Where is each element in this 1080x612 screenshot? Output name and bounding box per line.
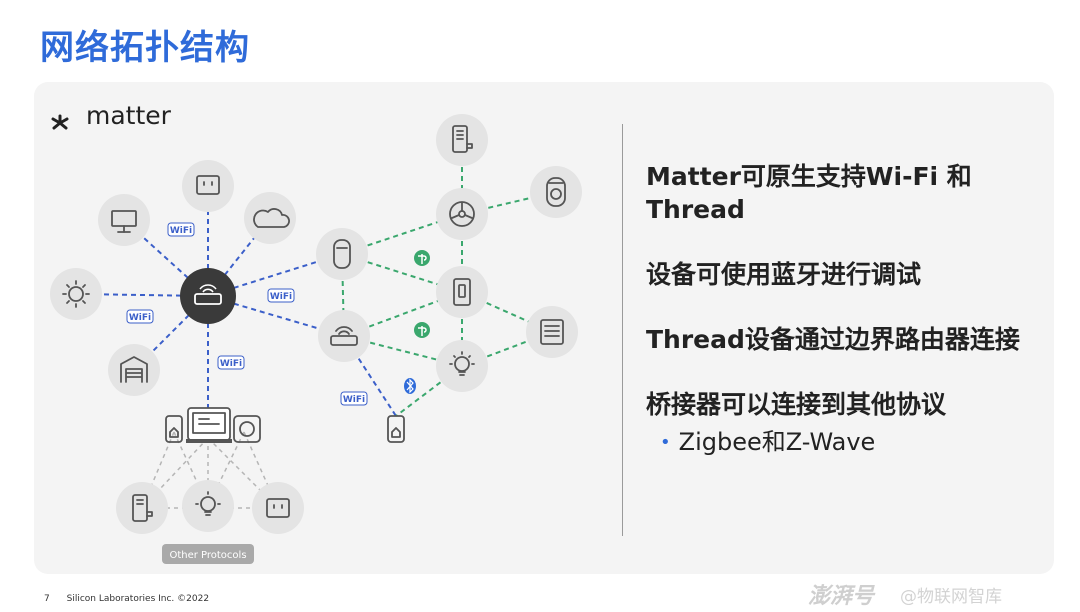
svg-text:WiFi: WiFi [220,359,242,369]
phone-icon [387,415,405,443]
other-protocols-badge [162,544,254,564]
phone-node [387,415,405,443]
bullet-4: 桥接器可以连接到其他协议 [646,390,947,419]
other-protocols-label: Other Protocols [169,550,246,561]
matter-logo-icon [51,114,69,130]
divider [622,124,623,536]
switch-icon [453,278,471,306]
speaker-icon [333,239,351,269]
tablet-icon [186,407,232,443]
outlet-icon [196,175,220,195]
matter-logo-text: matter [86,101,172,130]
bulb-icon [449,351,475,376]
slide-title: 网络拓扑结构 [40,28,250,68]
wifi-badge: WiFi WiFi WiFi WiFi WiFi [126,222,368,406]
garage-node [108,344,160,396]
bridge-bulb-node [182,480,234,532]
cloud-icon [253,208,290,228]
monitor-node [98,194,150,246]
outlet-node [182,160,234,212]
sun-icon [62,280,90,308]
fan-node [436,188,488,240]
watermark-brand: 澎湃号 [808,584,875,609]
topology-diagram: matter WiFi [50,101,582,564]
svg-text:WiFi: WiFi [129,313,151,323]
fan-icon [449,201,475,227]
bullet-list: Matter可原生支持Wi-Fi 和 Thread 设备可使用蓝牙进行调试 Th… [646,160,1046,458]
sub-bullet: • Zigbee和Z-Wave [660,427,1046,458]
outlet-icon [266,498,290,518]
switch-node [436,266,488,318]
footer: 7 Silicon Laboratories Inc. ©2022 [44,594,223,604]
speaker-node [316,228,368,280]
svg-text:WiFi: WiFi [270,292,292,302]
svg-text:WiFi: WiFi [343,395,365,405]
bridge-lock-node [116,482,168,534]
sun-node [50,268,102,320]
hub-router-node [180,268,236,324]
bullet-1: Matter可原生支持Wi-Fi 和 Thread [646,162,972,224]
garage-icon [120,356,148,383]
sub-bullet-text: Zigbee和Z-Wave [678,428,876,456]
camera-icon [546,177,566,207]
monitor-icon [111,210,137,233]
display-icon [540,319,564,345]
footer-company: Silicon Laboratories Inc. ©2022 [66,594,210,604]
bridge-outlet-node [252,482,304,534]
thread-icon [414,250,430,338]
bluetooth-icon [404,378,416,394]
display-node [526,306,578,358]
button-icon [233,415,261,443]
door-lock-icon [452,125,473,153]
hub-router-icon [194,284,222,305]
router-icon [330,326,358,346]
bullet-dot-icon: • [660,432,671,453]
watermark-author: @物联网智库 [900,587,1002,607]
bridge-cluster [165,407,261,443]
bullet-2: 设备可使用蓝牙进行调试 [646,260,922,289]
camera-node [530,166,582,218]
bulb-icon [195,491,221,516]
bullet-3: Thread设备通过边界路由器连接 [646,325,1020,354]
page-number: 7 [44,594,50,604]
svg-text:WiFi: WiFi [170,226,192,236]
bulb-node [436,340,488,392]
door-lock-icon [132,494,153,522]
door-lock-node [436,114,488,166]
phone-icon [165,415,183,443]
cloud-node [244,192,296,244]
router-node [318,310,370,362]
